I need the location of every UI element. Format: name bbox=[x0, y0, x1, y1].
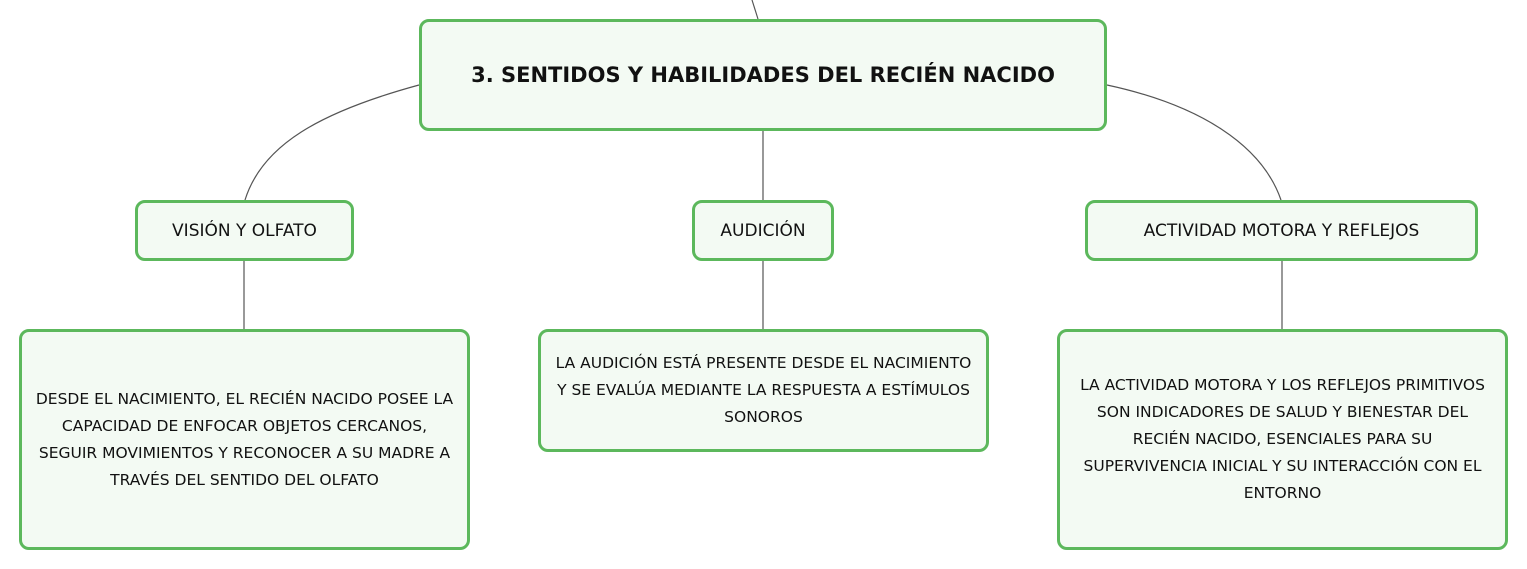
detail-node-audicion[interactable]: LA AUDICIÓN ESTÁ PRESENTE DESDE EL NACIM… bbox=[538, 329, 989, 452]
branch-node-actividad-motora[interactable]: ACTIVIDAD MOTORA Y REFLEJOS bbox=[1085, 200, 1478, 261]
branch-node-vision-olfato[interactable]: VISIÓN Y OLFATO bbox=[135, 200, 354, 261]
branch-label: VISIÓN Y OLFATO bbox=[172, 220, 317, 241]
detail-text: DESDE EL NACIMIENTO, EL RECIÉN NACIDO PO… bbox=[35, 389, 454, 489]
detail-text: LA AUDICIÓN ESTÁ PRESENTE DESDE EL NACIM… bbox=[555, 354, 972, 426]
detail-node-vision-olfato[interactable]: DESDE EL NACIMIENTO, EL RECIÉN NACIDO PO… bbox=[19, 329, 470, 550]
root-title: 3. SENTIDOS Y HABILIDADES DEL RECIÉN NAC… bbox=[471, 63, 1055, 87]
branch-label: ACTIVIDAD MOTORA Y REFLEJOS bbox=[1143, 220, 1420, 241]
branch-label: AUDICIÓN bbox=[720, 220, 806, 241]
branch-node-audicion[interactable]: AUDICIÓN bbox=[692, 200, 834, 261]
root-node[interactable]: 3. SENTIDOS Y HABILIDADES DEL RECIÉN NAC… bbox=[419, 19, 1107, 131]
connector-incoming bbox=[751, 0, 759, 20]
connector-root-vision bbox=[244, 84, 420, 201]
detail-text: LA ACTIVIDAD MOTORA Y LOS REFLEJOS PRIMI… bbox=[1080, 376, 1485, 502]
connector-root-motor bbox=[1106, 84, 1282, 201]
detail-node-actividad-motora[interactable]: LA ACTIVIDAD MOTORA Y LOS REFLEJOS PRIMI… bbox=[1057, 329, 1508, 550]
